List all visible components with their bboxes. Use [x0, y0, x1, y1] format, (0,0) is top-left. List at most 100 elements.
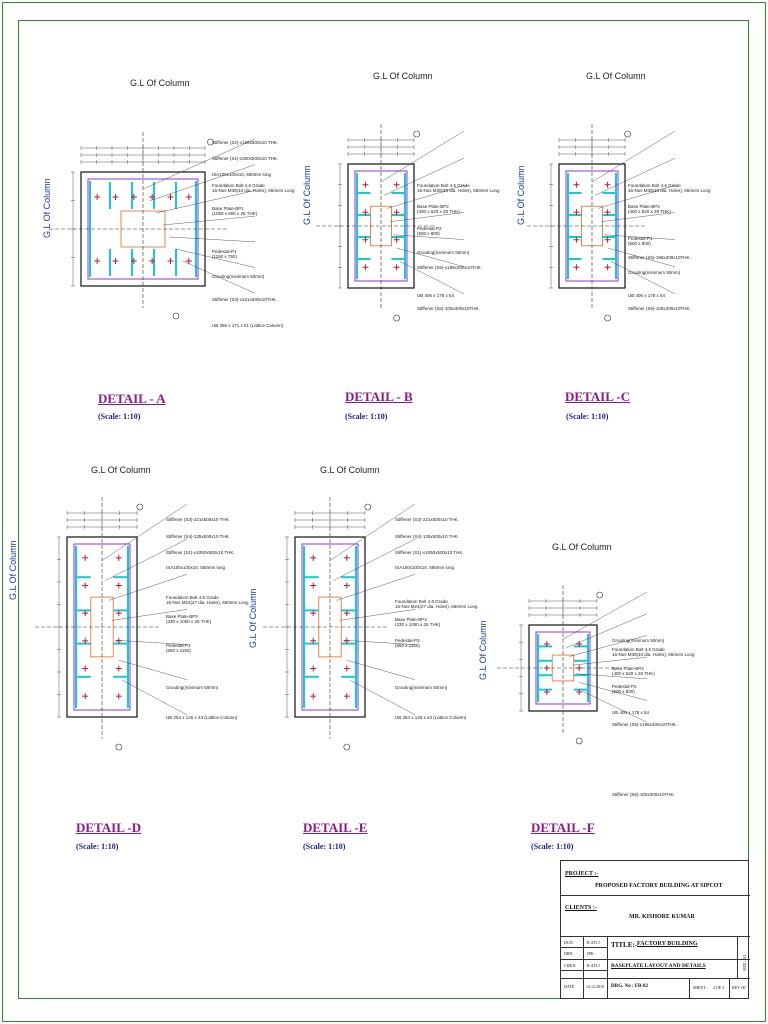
detail-d-callout-5: Foundation Bolt 4.6 Grade 16-Nos M24(27 … — [166, 595, 249, 605]
clients-value: MR. KISHORE KUMAR — [629, 914, 695, 920]
title-block-divider — [583, 936, 584, 999]
detail-e-scale: (Scale: 1:10) — [303, 842, 346, 851]
leader-line — [575, 673, 648, 680]
leader-line — [387, 185, 465, 209]
title-block-divider — [689, 978, 690, 999]
detail-e-callout-8: Grouting(minimum 50mm) — [395, 685, 448, 690]
leader-line — [396, 247, 465, 267]
section-marker — [136, 503, 144, 511]
project-value: PROPOSED FACTORY BUILDING AT SIPCOT — [595, 883, 723, 889]
detail-b-callout-2: Base Plate-BP2 (400 x 620 x 28 THK) — [417, 204, 460, 214]
title-label: TITLE:- — [611, 941, 638, 949]
detail-e-callout-4: ISA100x100x10, 550mm long — [395, 565, 455, 570]
detail-a-callout-8: Stiffener (S3)-x221x500x10THK. — [212, 297, 277, 302]
leader-line — [333, 538, 416, 581]
title-block-divider — [561, 895, 750, 896]
detail-f-callout-1: Grouting(minimum 50mm) — [612, 638, 665, 643]
detail-e-callout-2: Stiffener (S4)-135x500x10 THK. — [395, 534, 459, 539]
section-marker — [604, 314, 611, 322]
detail-a-title: DETAIL - A — [98, 391, 166, 406]
title-block-divider — [737, 936, 738, 978]
detail-e-callout-1: Stiffener (S3)-221x500x10 THK. — [395, 517, 459, 522]
detail-b-callout-7: Stiffener (S6)-100x300x10THK. — [417, 306, 480, 311]
leader-line — [399, 261, 465, 295]
title-block-divider — [561, 970, 607, 971]
leader-line — [340, 609, 416, 621]
revision-label: REV. 00 — [732, 985, 746, 990]
leader-line — [607, 247, 676, 267]
drn-label: DRN. — [564, 951, 574, 956]
gl-of-column-label: G.L Of Column — [320, 465, 380, 475]
leader-line — [175, 248, 256, 268]
chkd-label: CHKD. — [564, 963, 577, 968]
section-marker — [172, 312, 180, 320]
detail-b-callout-1: Foundation Bolt 4.6 Grade 16-Nos M30(33 … — [417, 183, 500, 193]
detail-f-title: DETAIL -F — [531, 820, 595, 835]
leader-line — [610, 261, 676, 295]
gl-of-column-label: G.L Of Column — [552, 542, 612, 552]
detail-f-callout-4: Pedestal-P2 (500 x 800) — [612, 684, 637, 694]
leader-line — [562, 591, 648, 640]
title-block-divider — [561, 947, 607, 948]
leader-line — [579, 682, 648, 701]
detail-c-title: DETAIL -C — [565, 389, 631, 404]
sheet-value: 2 OF 2 — [713, 985, 725, 990]
detail-b-scale: (Scale: 1:10) — [345, 412, 388, 421]
title-block-divider — [561, 978, 750, 979]
leader-line — [108, 574, 188, 601]
detail-d-callout-2: Stiffener (S4)-135x500x10 THK. — [166, 534, 230, 539]
leader-line — [142, 138, 256, 190]
leader-line — [572, 656, 648, 666]
detail-c-callout-5: Grouting(minimum 50mm) — [628, 270, 681, 275]
leader-line — [346, 660, 416, 680]
detail-b-callout-4: Grouting(minimum 50mm) — [417, 250, 470, 255]
detail-d-callout-8: Grouting(minimum 50mm) — [166, 685, 219, 690]
dgn-value: R.ATJ.J — [587, 940, 600, 945]
detail-f-scale: (Scale: 1:10) — [531, 842, 574, 851]
title-block-divider — [607, 936, 608, 999]
detail-e-callout-3: Stiffener (S1)-x1050x500x10 THK. — [395, 550, 464, 555]
gl-of-column-label: G.L Of Column — [373, 71, 433, 81]
leader-line — [169, 236, 256, 243]
detail-f-callout-3: Base Plate-BP2 (400 x 620 x 28 THK) — [612, 666, 655, 676]
detail-c-callout-1: Foundation Bolt 4.6 Grade 16-Nos M30(33 … — [628, 183, 711, 193]
section-marker — [393, 314, 400, 322]
detail-f-callout-7: Stiffener (S6)-100x300x10THK. — [612, 792, 675, 797]
title-value: FACTORY BUILDING — [637, 941, 698, 947]
detail-a-callout-6: Pedestal-P1 (1150 x 750) — [212, 249, 237, 259]
detail-a-callout-4: Foundation Bolt 4.6 Grade 16-Nos M30(33 … — [212, 183, 295, 193]
leader-line — [393, 234, 465, 240]
detail-b-callout-6: UB 406 x 178 x 54 — [417, 293, 455, 298]
detail-c-callout-6: UB 406 x 178 x 54 — [628, 293, 666, 298]
detail-d-title: DETAIL -D — [76, 820, 142, 835]
leader-line — [101, 503, 188, 561]
detail-d-callout-7: Pedestal-P3 (650 x 1150) — [166, 643, 191, 653]
leader-line — [105, 538, 188, 581]
leader-line — [329, 503, 416, 561]
detail-b-title: DETAIL - B — [345, 389, 413, 404]
detail-a-callout-5: Base Plate-BP1 (1050 x 600 x 28 THK) — [212, 206, 258, 216]
date-value: 14.12.2019 — [586, 984, 604, 989]
gl-of-column-label: G.L Of Column — [91, 465, 151, 475]
leader-line — [162, 215, 256, 226]
detail-b-callout-3: Pedestal-P2 (500 x 800) — [417, 226, 442, 236]
section-marker — [343, 743, 351, 751]
detail-a-callout-1: Stiffener (S2)-x196x500x10 THK. — [212, 140, 279, 145]
detail-d-callout-6: Base Plate-BP3 (330 x 1050 x 25 THK) — [166, 614, 212, 624]
detail-f-callout-5: UB 406 x 178 x 54 — [612, 710, 650, 715]
detail-a-callout-9: UB 356 x 171 x 51 (Lattice Column) — [212, 323, 284, 328]
title-block: PROJECT :- PROPOSED FACTORY BUILDING AT … — [560, 860, 750, 999]
leader-line — [380, 130, 465, 183]
gl-of-column-label: G.L Of Column — [586, 71, 646, 81]
detail-e-callout-9: UB 254 x 146 x 43 (Lattice Column) — [395, 715, 467, 720]
leader-line — [149, 164, 256, 202]
detail-e-callout-7: Pedestal-P3 (650 x 1150) — [395, 638, 420, 648]
detail-c-callout-7: Stiffener (S6)-100x300x10THK. — [628, 306, 691, 311]
leader-line — [384, 157, 465, 196]
leader-line — [582, 690, 648, 723]
leader-line — [336, 574, 416, 601]
